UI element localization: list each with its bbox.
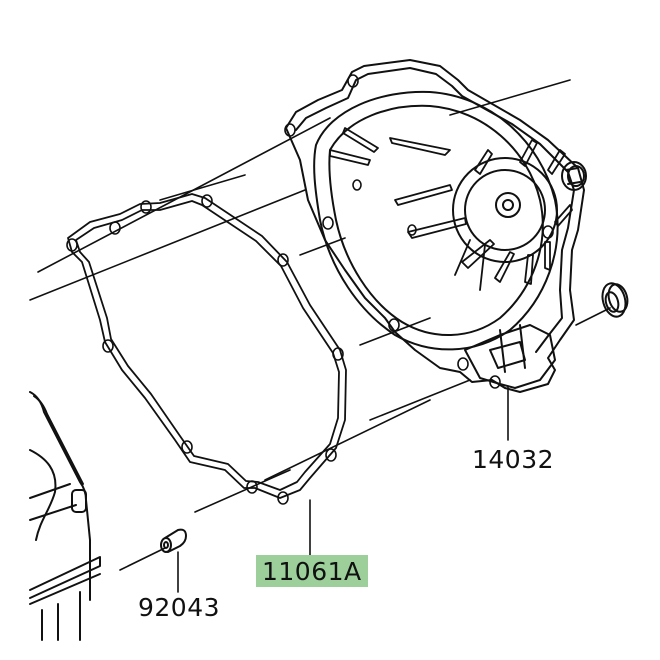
alignment-lines bbox=[29, 79, 611, 571]
cover-ribs bbox=[329, 127, 573, 291]
gasket-bolt-holes bbox=[66, 194, 344, 505]
part-label-14032[interactable]: 14032 bbox=[472, 445, 555, 474]
clutch-cover-14032 bbox=[284, 59, 587, 441]
part-label-92043[interactable]: 92043 bbox=[138, 593, 221, 622]
filler-cap bbox=[561, 161, 587, 191]
part-label-11061a[interactable]: 11061A bbox=[256, 555, 368, 587]
oil-seal bbox=[601, 282, 629, 318]
dowel-pin-92043 bbox=[160, 528, 187, 593]
engine-case-fragment bbox=[29, 391, 101, 641]
cover-bolt-holes bbox=[284, 74, 554, 389]
gasket-11061a bbox=[66, 193, 347, 505]
